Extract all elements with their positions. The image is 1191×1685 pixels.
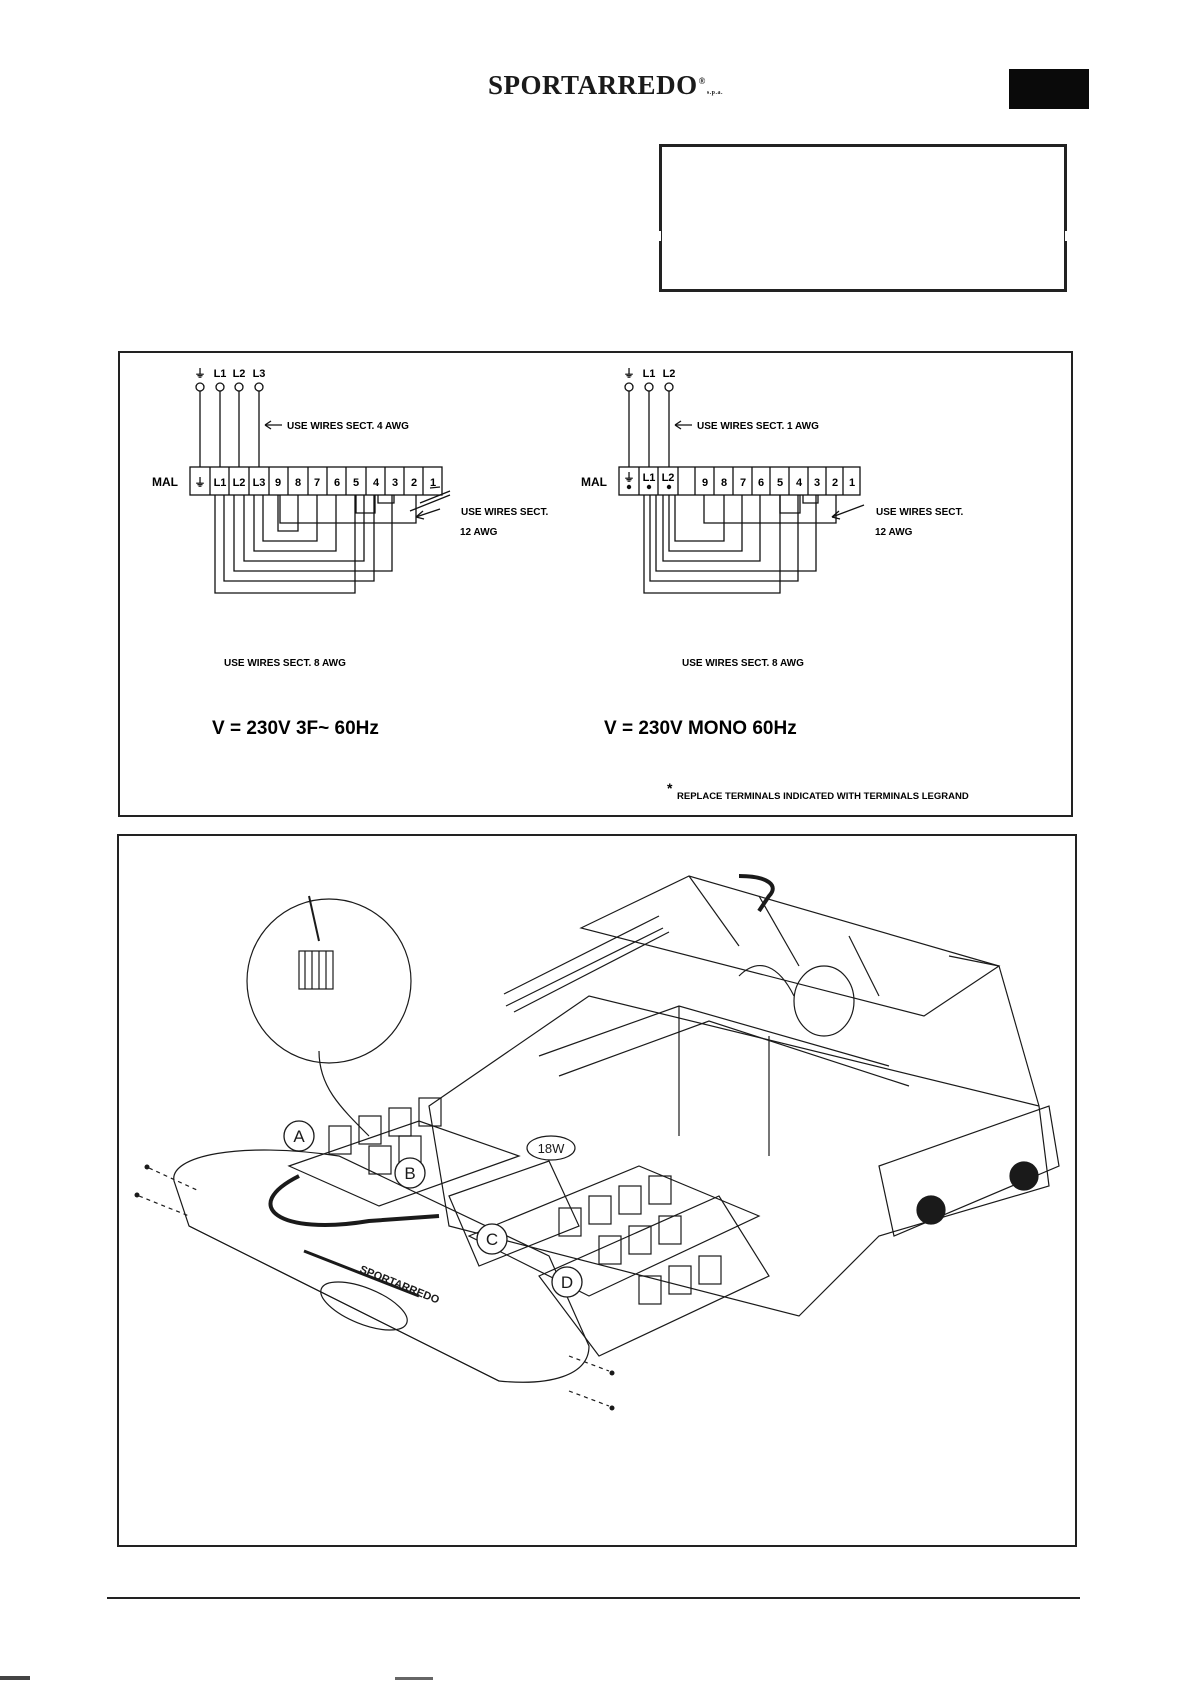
footnote-star: * [667,780,673,796]
left-terminal-3: 3 [392,477,398,489]
right-terminal-3: 3 [814,477,820,489]
brand-logo: SPORTARREDO®s.p.a. [488,70,723,101]
page-tab-marker [1009,69,1089,109]
right-terminal-earth: ⏚ [624,471,635,484]
right-terminal-7: 7 [740,477,746,489]
left-terminal-l1: L1 [214,477,227,489]
left-earth-symbol: ⏚ [195,367,206,380]
right-side-note-line1: USE WIRES SECT. [876,507,963,518]
left-terminal-6: 6 [334,477,340,489]
right-terminal-9: 9 [702,477,708,489]
machine-exploded-view-panel: A B C D 18W SPORTARREDO [117,834,1077,1547]
right-terminal-l1: L1 [643,472,656,484]
left-terminal-1: 1 [430,477,436,489]
left-terminal-7: 7 [314,477,320,489]
left-mal-label: MAL [152,475,178,489]
left-side-note-line2: 12 AWG [460,527,498,538]
brand-registered-mark: ® [698,76,706,86]
right-earth-symbol: ⏚ [624,367,635,380]
right-top-label-l2: L2 [663,368,676,380]
left-terminal-4: 4 [373,477,380,489]
right-terminal-1: 1 [849,477,855,489]
module-label-d: D [561,1273,573,1292]
right-bottom-note: USE WIRES SECT. 8 AWG [682,658,804,669]
module-label-c: C [486,1230,498,1249]
footer-rule [107,1597,1080,1599]
footnote-text: REPLACE TERMINALS INDICATED WITH TERMINA… [677,791,969,802]
left-terminal-earth: ⏚ [195,476,206,489]
left-terminal-8: 8 [295,477,301,489]
left-terminal-2: 2 [411,477,417,489]
right-mal-label: MAL [581,475,607,489]
badge-18w: 18W [538,1141,565,1156]
right-terminal-l2: L2 [662,472,675,484]
wiring-diagram-svg: ⏚ L1 L2 L3 USE WIRES SECT. 4 AWG MAL ⏚ L… [152,367,969,802]
right-voltage: V = 230V MONO 60Hz [604,718,797,739]
note-box [657,144,1069,292]
front-bumper-logo: SPORTARREDO [358,1264,441,1307]
right-side-note-line2: 12 AWG [875,527,913,538]
left-terminal-5: 5 [353,477,359,489]
footer-fragment-center [395,1677,433,1680]
note-box-gap-right [1065,231,1069,241]
left-top-label-l1: L1 [214,368,227,380]
right-terminal-6: 6 [758,477,764,489]
brand-suffix: s.p.a. [706,90,723,96]
left-bottom-note: USE WIRES SECT. 8 AWG [224,658,346,669]
right-wire-note: USE WIRES SECT. 1 AWG [697,421,819,432]
machine-illustration: A B C D 18W SPORTARREDO [134,874,1060,1411]
wiring-diagram-panel: ⏚ L1 L2 L3 USE WIRES SECT. 4 AWG MAL ⏚ L… [118,351,1073,817]
right-terminal-4: 4 [796,477,803,489]
module-label-b: B [404,1164,415,1183]
note-box-gap-left [657,231,661,241]
left-terminal-9: 9 [275,477,281,489]
left-top-label-l3: L3 [253,368,266,380]
left-top-label-l2: L2 [233,368,246,380]
left-side-note-line1: USE WIRES SECT. [461,507,548,518]
left-terminal-l2: L2 [233,477,246,489]
module-label-a: A [293,1127,305,1146]
left-terminal-l3: L3 [253,477,266,489]
right-terminal-5: 5 [777,477,783,489]
left-voltage: V = 230V 3F~ 60Hz [212,718,379,739]
right-terminal-8: 8 [721,477,727,489]
right-terminal-2: 2 [832,477,838,489]
brand-name: SPORTARREDO [488,70,698,100]
footer-fragment-left [0,1676,30,1680]
left-wire-note: USE WIRES SECT. 4 AWG [287,421,409,432]
right-top-label-l1: L1 [643,368,656,380]
